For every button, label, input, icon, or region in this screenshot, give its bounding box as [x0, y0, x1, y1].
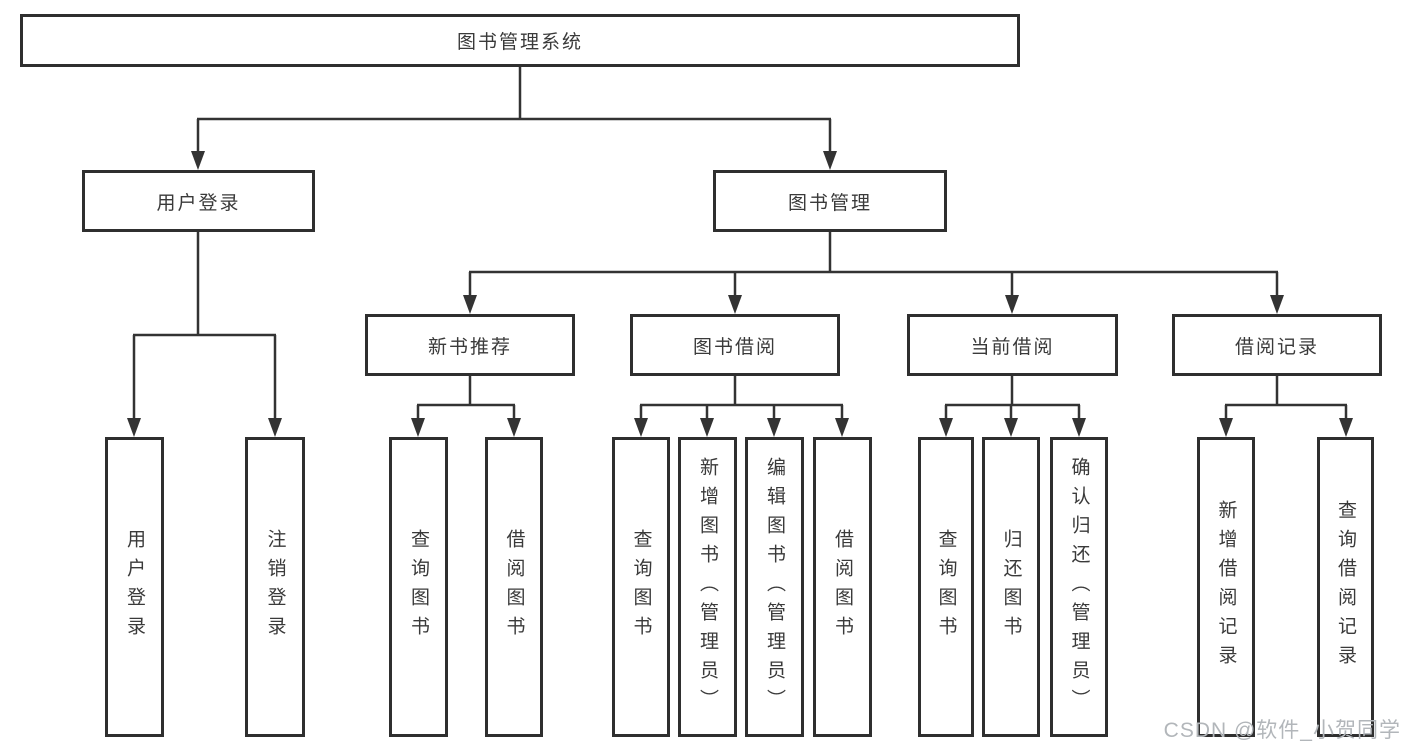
node-current-borrow: 当前借阅: [907, 314, 1118, 376]
leaf-nb-query-books: 查询图书: [389, 437, 448, 737]
node-root: 图书管理系统: [20, 14, 1020, 67]
leaf-bb-edit-books-admin: 编辑图书（管理员）: [745, 437, 804, 737]
connector-new-book-recommend-to-leaves: [411, 376, 521, 437]
node-book-management: 图书管理: [713, 170, 947, 232]
leaf-logout: 注销登录: [245, 437, 305, 737]
connector-root-to-level2: [191, 67, 837, 170]
node-new-book-recommend: 新书推荐: [365, 314, 575, 376]
leaf-cb-query-books: 查询图书: [918, 437, 974, 737]
csdn-watermark: CSDN @软件_小贺同学: [1163, 719, 1401, 742]
leaf-user-login: 用户登录: [105, 437, 164, 737]
node-user-login: 用户登录: [82, 170, 315, 232]
leaf-bb-add-books-admin: 新增图书（管理员）: [678, 437, 737, 737]
leaf-bb-borrow-books: 借阅图书: [813, 437, 872, 737]
leaf-bb-query-books: 查询图书: [612, 437, 670, 737]
connector-user-login-to-leaves: [127, 232, 282, 437]
connector-book-management-to-level3: [463, 232, 1284, 314]
leaf-cb-return-books: 归还图书: [982, 437, 1040, 737]
leaf-nb-borrow-books: 借阅图书: [485, 437, 543, 737]
node-book-borrow: 图书借阅: [630, 314, 840, 376]
leaf-br-add-record: 新增借阅记录: [1197, 437, 1255, 737]
leaf-cb-confirm-return-admin: 确认归还（管理员）: [1050, 437, 1108, 737]
connector-current-borrow-to-leaves: [939, 376, 1086, 437]
connector-borrow-records-to-leaves: [1219, 376, 1353, 437]
connector-book-borrow-to-leaves: [634, 376, 849, 437]
leaf-br-query-record: 查询借阅记录: [1317, 437, 1374, 737]
node-borrow-records: 借阅记录: [1172, 314, 1382, 376]
